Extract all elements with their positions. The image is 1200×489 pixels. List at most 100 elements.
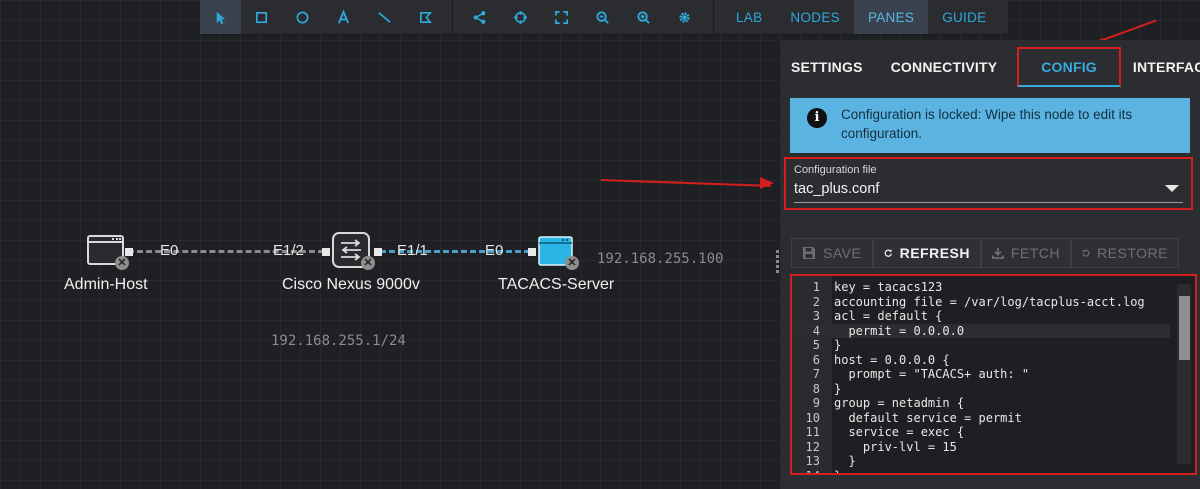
code-text: accounting file = /var/log/tacplus-acct.… bbox=[834, 294, 1145, 309]
download-icon bbox=[992, 247, 1004, 259]
code-text: service = exec { bbox=[834, 425, 965, 439]
pointer-tool-button[interactable] bbox=[200, 0, 241, 34]
share-button[interactable] bbox=[459, 0, 500, 34]
pane-tabs: SETTINGS CONNECTIVITY CONFIG INTERFACES bbox=[781, 40, 1200, 94]
port-admin-e0 bbox=[125, 248, 133, 256]
tab-settings[interactable]: SETTINGS bbox=[791, 59, 863, 75]
code-line[interactable]: 10 default service = permit bbox=[792, 411, 1170, 426]
chevron-down-icon[interactable] bbox=[1165, 185, 1179, 192]
code-text: group = netadmin { bbox=[834, 396, 965, 410]
code-text: key = tacacs123 bbox=[834, 280, 943, 294]
code-text: } bbox=[834, 381, 842, 396]
code-line[interactable]: 8} bbox=[792, 382, 1170, 397]
text-tool-button[interactable] bbox=[323, 0, 364, 34]
panel-resize-handle[interactable] bbox=[776, 250, 780, 278]
switch-icon bbox=[332, 232, 370, 268]
center-button[interactable] bbox=[500, 0, 541, 34]
line-number: 14 bbox=[792, 469, 820, 474]
code-line[interactable]: 5} bbox=[792, 338, 1170, 353]
line-tool-button[interactable] bbox=[364, 0, 405, 34]
info-icon: i bbox=[807, 108, 827, 128]
line-number: 6 bbox=[812, 352, 820, 367]
gear-icon bbox=[679, 11, 690, 23]
fetch-label: FETCH bbox=[1010, 245, 1060, 261]
refresh-icon bbox=[884, 249, 892, 257]
tab-panes[interactable]: PANES bbox=[853, 0, 929, 34]
code-line[interactable]: 6 host = 0.0.0.0 { bbox=[792, 353, 1170, 368]
code-line[interactable]: 13 } bbox=[792, 454, 1170, 469]
port-tacacs-e0 bbox=[528, 248, 536, 256]
code-text: acl = default { bbox=[834, 309, 943, 323]
editor-scrollbar-thumb[interactable] bbox=[1179, 296, 1190, 360]
tab-nodes[interactable]: NODES bbox=[790, 9, 840, 25]
rectangle-icon bbox=[255, 11, 268, 23]
restore-button[interactable]: RESTORE bbox=[1071, 238, 1179, 268]
settings-button[interactable] bbox=[664, 0, 705, 34]
ip-annotation: 192.168.255.100 bbox=[597, 251, 724, 267]
line-number: 10 bbox=[805, 410, 820, 425]
code-line[interactable]: 3 acl = default { bbox=[792, 309, 1170, 324]
code-line[interactable]: 12 priv-lvl = 15 bbox=[792, 440, 1170, 455]
annotation-arrow bbox=[1099, 19, 1157, 42]
tab-interfaces[interactable]: INTERFACES bbox=[1132, 59, 1200, 75]
link-admin-nexus[interactable] bbox=[128, 250, 324, 253]
circle-tool-button[interactable] bbox=[282, 0, 323, 34]
save-button[interactable]: SAVE bbox=[791, 238, 873, 268]
rectangle-tool-button[interactable] bbox=[241, 0, 282, 34]
draw-tool-button[interactable] bbox=[405, 0, 446, 34]
tab-config[interactable]: CONFIG bbox=[1017, 47, 1121, 87]
line-number: 7 bbox=[812, 367, 820, 381]
node-nexus[interactable] bbox=[332, 232, 370, 268]
code-text: host = 0.0.0.0 { bbox=[834, 352, 950, 367]
zoom-in-button[interactable] bbox=[623, 0, 664, 34]
code-line[interactable]: 1 key = tacacs123 bbox=[792, 280, 1170, 295]
pointer-icon bbox=[216, 11, 226, 24]
line-icon bbox=[378, 11, 391, 23]
ip-annotation: 192.168.255.1/24 bbox=[271, 333, 406, 349]
line-number: 1 bbox=[812, 280, 820, 294]
locked-info-banner: i Configuration is locked: Wipe this nod… bbox=[790, 98, 1190, 153]
code-line[interactable]: 7 prompt = "TACACS+ auth: " bbox=[792, 367, 1170, 382]
tab-guide[interactable]: GUIDE bbox=[942, 9, 987, 25]
config-file-value: tac_plus.conf bbox=[794, 181, 880, 197]
line-number: 11 bbox=[805, 425, 820, 439]
stopped-icon: ✕ bbox=[565, 256, 579, 270]
interface-label: E1/2 bbox=[273, 242, 304, 259]
node-label-tacacs: TACACS-Server bbox=[498, 276, 615, 293]
node-tacacs-server[interactable] bbox=[538, 236, 574, 266]
toolbar-divider bbox=[452, 0, 453, 34]
arrowhead bbox=[760, 177, 774, 189]
code-text: } bbox=[834, 454, 856, 468]
interface-label: E0 bbox=[160, 242, 179, 259]
port-nexus-e11 bbox=[374, 248, 382, 256]
code-line[interactable]: 11 service = exec { bbox=[792, 425, 1170, 440]
host-icon bbox=[87, 235, 124, 265]
node-pane: SETTINGS CONNECTIVITY CONFIG INTERFACES … bbox=[781, 40, 1200, 489]
config-file-select[interactable]: Configuration file tac_plus.conf bbox=[784, 157, 1193, 210]
restore-label: RESTORE bbox=[1097, 245, 1168, 261]
node-admin-host[interactable] bbox=[87, 235, 125, 265]
line-number: 3 bbox=[812, 309, 820, 323]
line-number: 12 bbox=[805, 439, 820, 454]
fit-view-button[interactable] bbox=[541, 0, 582, 34]
tab-connectivity[interactable]: CONNECTIVITY bbox=[890, 59, 998, 75]
refresh-button[interactable]: REFRESH bbox=[873, 238, 981, 268]
code-line[interactable]: 4 permit = 0.0.0.0 bbox=[792, 323, 1170, 338]
fetch-button[interactable]: FETCH bbox=[981, 238, 1071, 268]
link-nexus-tacacs[interactable] bbox=[380, 250, 530, 253]
code-text: permit = 0.0.0.0 bbox=[834, 323, 965, 338]
tab-lab[interactable]: LAB bbox=[736, 9, 763, 25]
server-icon bbox=[538, 236, 573, 266]
zoom-out-button[interactable] bbox=[582, 0, 623, 34]
refresh-label: REFRESH bbox=[899, 245, 970, 261]
text-icon bbox=[337, 9, 350, 23]
node-label-nexus: Cisco Nexus 9000v bbox=[282, 276, 420, 293]
stopped-icon: ✕ bbox=[115, 256, 129, 270]
line-number: 13 bbox=[805, 454, 820, 468]
code-text: } bbox=[834, 338, 842, 352]
interface-label: E1/1 bbox=[397, 242, 428, 259]
code-line[interactable]: 14} bbox=[792, 469, 1170, 474]
